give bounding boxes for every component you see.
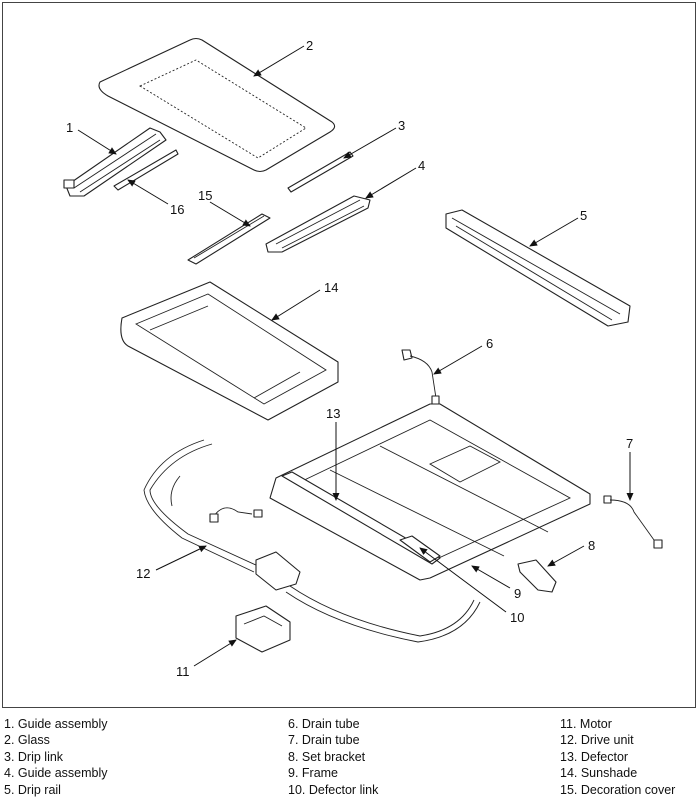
- legend-item: 4. Guide assembly: [4, 766, 108, 781]
- callout-6: 6: [486, 336, 493, 351]
- drain-tube-left: [209, 507, 263, 523]
- callout-5: 5: [580, 208, 587, 223]
- callout-3: 3: [398, 118, 405, 133]
- legend-item: 2. Glass: [4, 733, 50, 748]
- legend-item: 11. Motor: [560, 717, 612, 731]
- legend-item: 12. Drive unit: [560, 733, 634, 748]
- callout-8: 8: [588, 538, 595, 553]
- guide-assembly-left: [63, 127, 167, 197]
- motor: [235, 605, 291, 653]
- callout-2: 2: [306, 38, 313, 53]
- callout-4: 4: [418, 158, 425, 173]
- callout-11: 11: [176, 664, 190, 679]
- callout-9: 9: [514, 586, 521, 601]
- legend-item: 13. Defector: [560, 749, 629, 764]
- callout-16: 16: [170, 202, 184, 217]
- legend-item: 6. Drain tube: [288, 717, 360, 731]
- set-bracket: [517, 559, 557, 593]
- legend-item: 14. Sunshade: [560, 766, 638, 781]
- drain-tube-front-right: [401, 349, 440, 406]
- legend-column-2: 6. Drain tube 7. Drain tube 8. Set brack…: [288, 716, 378, 798]
- callout-7: 7: [626, 436, 633, 451]
- decoration-cover: [187, 213, 271, 265]
- legend-item: 8. Set bracket: [288, 749, 366, 764]
- callout-10: 10: [510, 610, 524, 625]
- glass-part: [98, 37, 336, 173]
- legend-column-3: 11. Motor 12. Drive unit 13. Defector 14…: [560, 716, 675, 798]
- drip-link-right: [287, 151, 354, 193]
- legend-item: 15. Decoration cover: [560, 782, 676, 797]
- frame-part: [269, 403, 591, 581]
- callout-15: 15: [198, 188, 212, 203]
- leader-lines: [77, 45, 634, 667]
- drip-rail: [445, 209, 631, 327]
- drain-tube-rear-right: [603, 495, 663, 549]
- callout-labels: 2 1 3 4 5 6 7 8 9 10 11 12 13 14 15 16: [66, 38, 633, 679]
- guide-assembly-right: [265, 195, 371, 253]
- legend-item: 1. Guide assembly: [4, 717, 108, 731]
- legend-item: 5. Drip rail: [4, 782, 61, 797]
- drive-unit: [143, 439, 481, 643]
- sunroof-exploded-diagram: 2 1 3 4 5 6 7 8 9 10 11 12 13 14 15 16: [63, 37, 663, 679]
- parts-legend: 1. Guide assembly 2. Glass 3. Drip link …: [0, 714, 700, 800]
- legend-item: 7. Drain tube: [288, 733, 360, 748]
- legend-column-1: 1. Guide assembly 2. Glass 3. Drip link …: [4, 716, 108, 798]
- callout-13: 13: [326, 406, 340, 421]
- callout-14: 14: [324, 280, 338, 295]
- callout-1: 1: [66, 120, 73, 135]
- callout-12: 12: [136, 566, 150, 581]
- legend-item: 3. Drip link: [4, 749, 64, 764]
- legend-item: 9. Frame: [288, 766, 339, 781]
- sunshade: [120, 281, 339, 421]
- legend-item: 10. Defector link: [288, 782, 379, 797]
- diagram-frame: [2, 2, 696, 708]
